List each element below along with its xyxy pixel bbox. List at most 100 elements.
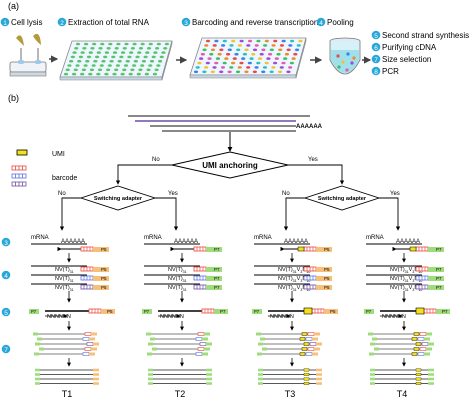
- oligo-v-sub: 3: [412, 288, 414, 292]
- well: [130, 47, 135, 50]
- cell-dot: [336, 54, 340, 58]
- well: [146, 47, 152, 50]
- oligo-n-sub: 10: [306, 270, 310, 274]
- well: [119, 55, 124, 59]
- column-label: T1: [62, 389, 73, 399]
- well: [259, 52, 264, 56]
- panel-a-label: (a): [8, 1, 19, 11]
- plate-green: [59, 40, 173, 81]
- pooled-adapter-label: P5: [101, 267, 107, 272]
- nnnnnn-label: NNNNNN: [270, 314, 294, 320]
- pcr-right-adapter: [316, 382, 322, 385]
- pcr-umi: [303, 377, 310, 381]
- well: [117, 59, 122, 63]
- oligo-sub: 31: [70, 288, 74, 292]
- well: [202, 70, 207, 74]
- rna-input: AAAAAA: [128, 115, 323, 152]
- well: [106, 47, 111, 50]
- well: [91, 64, 96, 67]
- fragment-barcode: [419, 347, 427, 351]
- plate-barcoded-top: [189, 37, 307, 76]
- fragment-left-adapter: [146, 332, 151, 336]
- fragment-umi: [413, 332, 420, 336]
- umi-anchoring-decision: UMI anchoring No Yes: [115, 151, 345, 185]
- well: [269, 70, 274, 74]
- well: [114, 68, 119, 72]
- nnnnnn-label: NNNNNN: [47, 314, 71, 320]
- oligo-v: V: [409, 285, 413, 291]
- well: [74, 47, 79, 50]
- fragment-adapter: [93, 342, 99, 346]
- well: [109, 59, 114, 63]
- oligo-v-sub: 3: [412, 279, 414, 283]
- well: [115, 64, 121, 67]
- well: [278, 48, 283, 52]
- well: [289, 39, 295, 43]
- umi-no-branch: [115, 164, 172, 185]
- well: [205, 39, 211, 43]
- fragment-barcode: [86, 342, 94, 346]
- well: [276, 52, 281, 56]
- fragment-barcode: [199, 342, 207, 346]
- fragment-adapter: [202, 337, 208, 341]
- pcr-right-adapter: [316, 377, 322, 381]
- post-steps: 5 Second strand synthesis 6 Purifying cD…: [371, 30, 469, 76]
- well: [284, 52, 290, 56]
- well: [279, 44, 285, 47]
- fragment-barcode: [309, 342, 317, 346]
- pcr-umi: [415, 377, 422, 381]
- oligo-n-sub: 10: [418, 279, 422, 283]
- well: [286, 48, 291, 52]
- well: [220, 66, 226, 69]
- fragment-left-adapter: [257, 352, 262, 356]
- fragment-adapter: [204, 332, 210, 336]
- oligo-n-sub: 10: [306, 279, 310, 283]
- legend-barcode-swatch: [11, 165, 27, 187]
- fragment-left-adapter: [35, 342, 40, 346]
- pooled-adapter-label: P7: [214, 267, 220, 272]
- well: [235, 70, 241, 74]
- pcr-right-adapter: [428, 368, 434, 372]
- pooled-adapter: [316, 285, 332, 290]
- plate-barcoded-side: [295, 37, 307, 79]
- oligo-n-sub: 10: [306, 288, 310, 292]
- well: [69, 59, 74, 63]
- oligo-adapter: [206, 247, 222, 252]
- well: [90, 47, 95, 50]
- well: [200, 52, 205, 56]
- step-7-badge: [371, 54, 381, 64]
- oligo-label: NV(T)31: [55, 276, 74, 283]
- oligo-label: NV(T)31: [168, 267, 187, 274]
- pcr-left-adapter: [370, 368, 375, 372]
- well: [222, 39, 227, 43]
- well: [120, 51, 126, 54]
- fragment-adapter: [428, 342, 434, 346]
- oligo-adapter-label: P7: [436, 247, 442, 252]
- well: [140, 64, 145, 67]
- fragment-barcode: [195, 352, 203, 356]
- oligo-v-sub: 3: [300, 270, 302, 274]
- switch-left-label: Switching adapter: [94, 196, 143, 202]
- rna-polya: AAAAAA: [296, 124, 323, 130]
- well: [247, 61, 252, 65]
- step-6-number: 6: [374, 45, 378, 52]
- plate-barcoded: [189, 37, 307, 79]
- well: [232, 57, 237, 60]
- well: [263, 44, 268, 47]
- fragment-barcode: [417, 337, 425, 341]
- pcr-right-adapter: [428, 377, 434, 381]
- well: [124, 42, 129, 46]
- cell-dot: [352, 56, 356, 60]
- well: [225, 52, 231, 56]
- pcr-right-adapter: [428, 382, 434, 385]
- well: [98, 47, 103, 50]
- well: [193, 70, 199, 74]
- switch-left-yes-branch: [155, 197, 179, 231]
- pcr-umi: [415, 373, 422, 376]
- fragment-barcode: [419, 332, 427, 336]
- well: [83, 64, 88, 67]
- nnnnnn-label: NNNNNN: [160, 314, 184, 320]
- oligo-adapter-label: P7: [214, 247, 220, 252]
- pooled-adapter-label: P5: [101, 285, 107, 290]
- well: [249, 57, 254, 60]
